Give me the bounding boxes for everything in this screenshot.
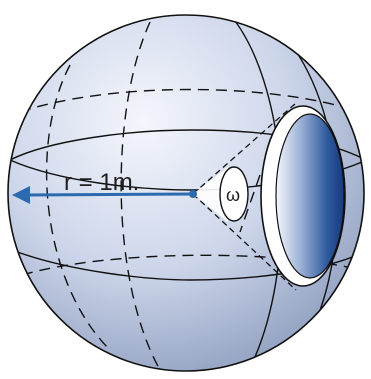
sphere-outline <box>7 14 365 372</box>
cone-fill <box>193 167 228 222</box>
sphere-center-dot <box>189 190 197 198</box>
hole-interior <box>275 113 345 279</box>
radius-arrow <box>12 186 197 204</box>
solid-angle-cone <box>192 102 297 291</box>
solid-angle-omega-label: ω <box>226 185 240 205</box>
radius-label: r = 1m. <box>64 169 139 196</box>
solid-angle-cap <box>219 166 249 222</box>
